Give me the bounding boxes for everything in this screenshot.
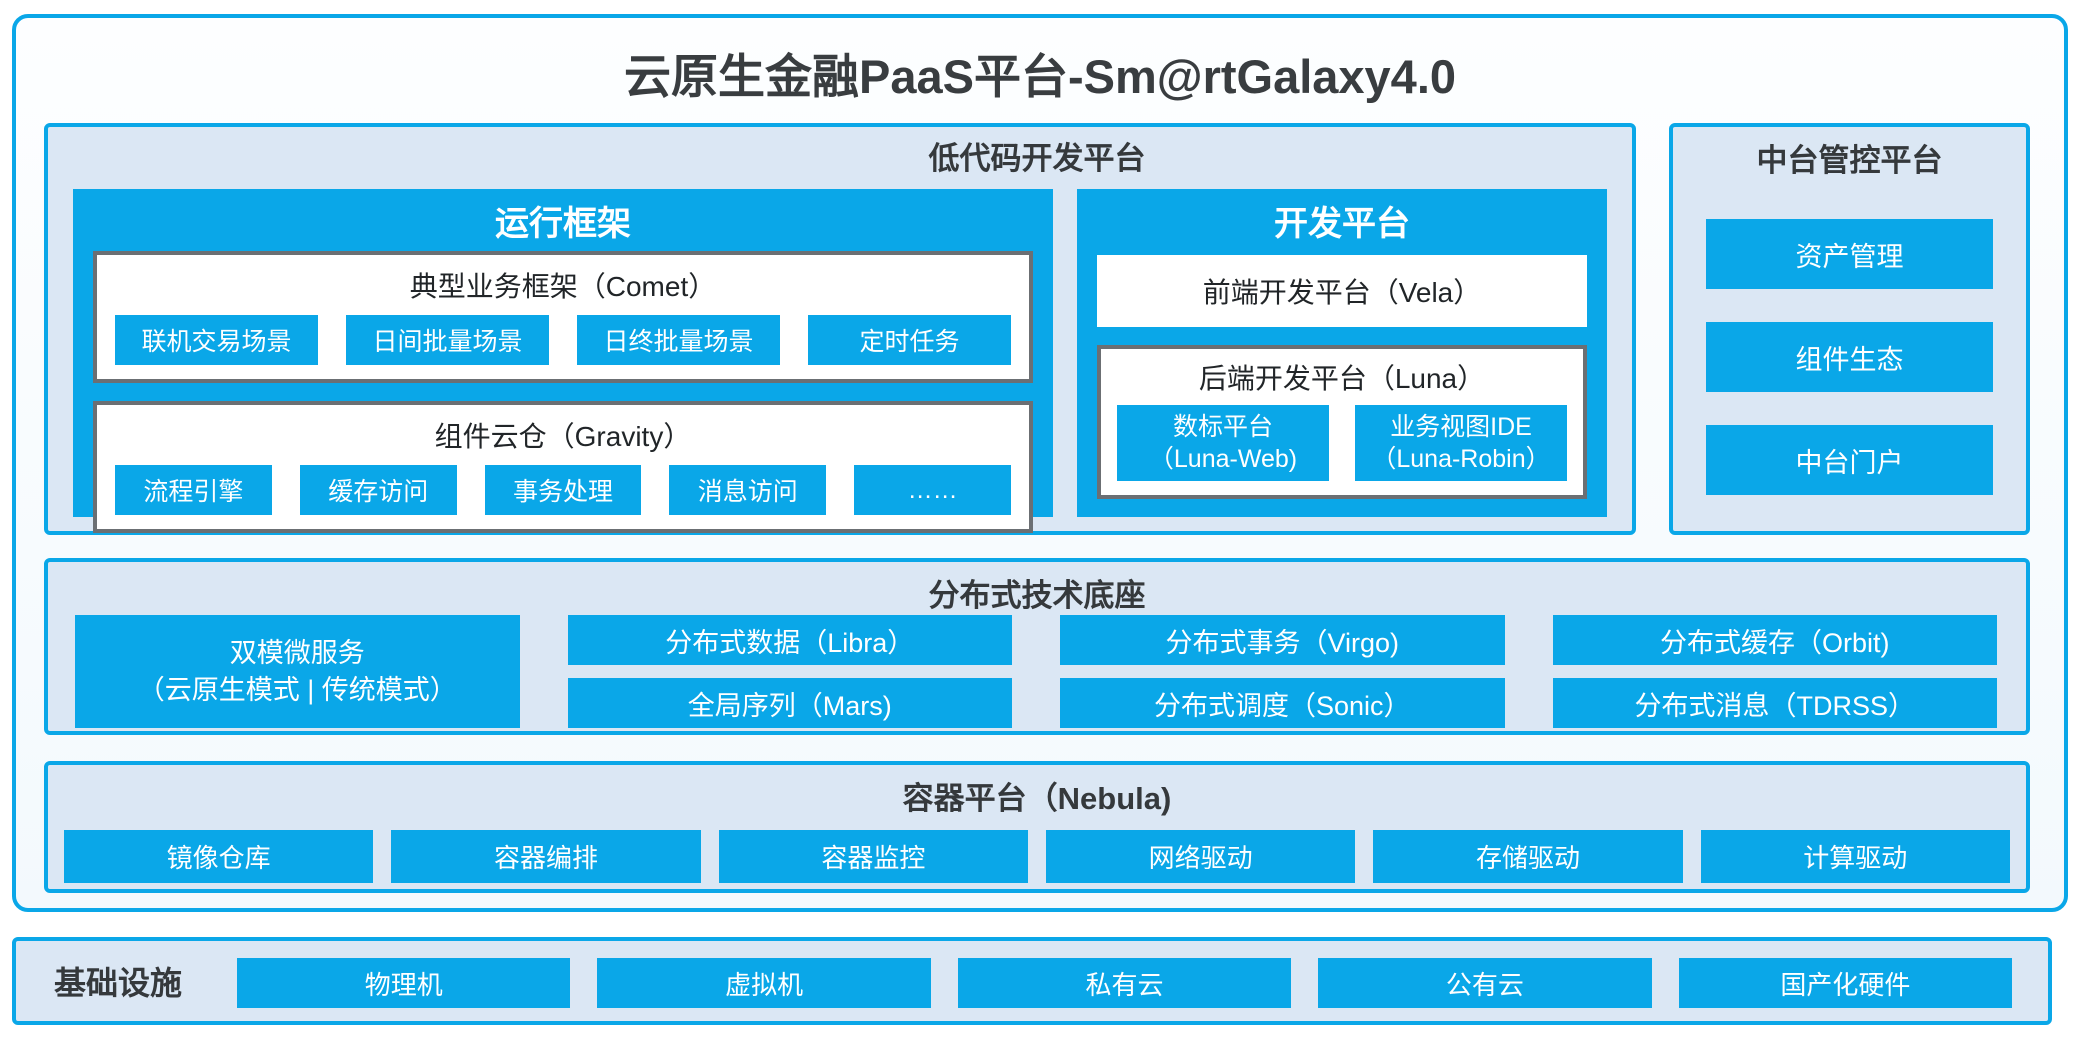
block-container-orchestration: 容器编排 xyxy=(391,830,701,883)
luna-items-row: 数标平台 （Luna-Web) 业务视图IDE （Luna-Robin） xyxy=(1117,405,1567,481)
distributed-grid: 双模微服务 （云原生模式 | 传统模式） 分布式数据（Libra） 分布式事务（… xyxy=(75,615,1997,728)
runtime-framework-panel: 运行框架 典型业务框架（Comet） 联机交易场景 日间批量场景 日终批量场景 … xyxy=(73,189,1053,533)
lowcode-columns: 运行框架 典型业务框架（Comet） 联机交易场景 日间批量场景 日终批量场景 … xyxy=(73,189,1607,533)
block-distributed-cache-orbit: 分布式缓存（Orbit) xyxy=(1552,615,1997,665)
block-storage-driver: 存储驱动 xyxy=(1373,830,1683,883)
block-eod-batch-scenario: 日终批量场景 xyxy=(577,315,780,365)
lowcode-platform-panel: 低代码开发平台 运行框架 典型业务框架（Comet） 联机交易场景 日间批量场景… xyxy=(44,123,1636,535)
block-scheduled-task: 定时任务 xyxy=(808,315,1011,365)
block-transaction-processing: 事务处理 xyxy=(484,465,642,515)
block-image-registry: 镜像仓库 xyxy=(64,830,374,883)
governance-items-col: 资产管理 组件生态 中台门户 xyxy=(1706,219,1993,495)
block-intraday-batch-scenario: 日间批量场景 xyxy=(346,315,549,365)
block-distributed-data-libra: 分布式数据（Libra） xyxy=(567,615,1012,665)
dual-mode-detail: （云原生模式 | 传统模式） xyxy=(137,674,457,705)
distributed-base-title: 分布式技术底座 xyxy=(928,578,1146,613)
infrastructure-title: 基础设施 xyxy=(54,965,183,1001)
dual-mode-name: 双模微服务 xyxy=(229,638,365,669)
luna-robin-name: 业务视图IDE xyxy=(1390,412,1532,441)
container-items-row: 镜像仓库 容器编排 容器监控 网络驱动 存储驱动 计算驱动 xyxy=(64,830,2010,883)
block-domestic-hardware: 国产化硬件 xyxy=(1678,958,2013,1008)
block-luna-web: 数标平台 （Luna-Web) xyxy=(1117,405,1329,481)
container-platform-title: 容器平台（Nebula) xyxy=(902,781,1172,816)
luna-robin-code: （Luna-Robin） xyxy=(1371,445,1551,473)
infrastructure-items-row: 物理机 虚拟机 私有云 公有云 国产化硬件 xyxy=(237,958,2013,1008)
block-message-access: 消息访问 xyxy=(669,465,827,515)
block-online-trading-scenario: 联机交易场景 xyxy=(115,315,318,365)
block-platform-portal: 中台门户 xyxy=(1706,425,1993,495)
block-dual-mode-microservices: 双模微服务 （云原生模式 | 传统模式） xyxy=(75,615,520,728)
luna-web-name: 数标平台 xyxy=(1172,412,1273,441)
lowcode-platform-title: 低代码开发平台 xyxy=(928,141,1146,176)
comet-framework-box: 典型业务框架（Comet） 联机交易场景 日间批量场景 日终批量场景 定时任务 xyxy=(93,251,1033,383)
vela-frontend-box: 前端开发平台（Vela） xyxy=(1097,255,1587,327)
luna-backend-box: 后端开发平台（Luna） 数标平台 （Luna-Web) 业务视图IDE （Lu… xyxy=(1097,345,1587,499)
block-distributed-scheduling-sonic: 分布式调度（Sonic） xyxy=(1060,678,1505,728)
block-network-driver: 网络驱动 xyxy=(1045,830,1356,883)
infrastructure-panel: 基础设施 物理机 虚拟机 私有云 公有云 国产化硬件 xyxy=(12,937,2052,1025)
container-platform-panel: 容器平台（Nebula) 镜像仓库 容器编排 容器监控 网络驱动 存储驱动 计算… xyxy=(44,761,2030,893)
block-compute-driver: 计算驱动 xyxy=(1700,830,2010,883)
block-more-ellipsis: …… xyxy=(854,465,1011,515)
runtime-framework-title: 运行框架 xyxy=(495,205,631,243)
comet-framework-label: 典型业务框架（Comet） xyxy=(409,271,717,302)
gravity-warehouse-label: 组件云仓（Gravity） xyxy=(434,421,692,452)
governance-platform-title: 中台管控平台 xyxy=(1756,143,1943,178)
block-distributed-transaction-virgo: 分布式事务（Virgo) xyxy=(1060,615,1505,665)
luna-backend-label: 后端开发平台（Luna） xyxy=(1198,363,1486,394)
block-private-cloud: 私有云 xyxy=(957,958,1292,1008)
block-public-cloud: 公有云 xyxy=(1318,958,1652,1008)
main-frame: 云原生金融PaaS平台-Sm@rtGalaxy4.0 低代码开发平台 运行框架 … xyxy=(12,14,2068,912)
luna-web-code: （Luna-Web) xyxy=(1148,445,1298,473)
block-global-sequence-mars: 全局序列（Mars) xyxy=(567,678,1012,728)
distributed-base-panel: 分布式技术底座 双模微服务 （云原生模式 | 传统模式） 分布式数据（Libra… xyxy=(44,558,2030,735)
block-luna-robin: 业务视图IDE （Luna-Robin） xyxy=(1355,405,1567,481)
dev-platform-title: 开发平台 xyxy=(1274,205,1410,243)
page-title: 云原生金融PaaS平台-Sm@rtGalaxy4.0 xyxy=(623,50,1457,103)
comet-items-row: 联机交易场景 日间批量场景 日终批量场景 定时任务 xyxy=(115,315,1011,365)
block-distributed-messaging-tdrss: 分布式消息（TDRSS） xyxy=(1552,678,1997,728)
block-virtual-machine: 虚拟机 xyxy=(597,958,931,1008)
dev-platform-panel: 开发平台 前端开发平台（Vela） 后端开发平台（Luna） 数标平台 （Lun… xyxy=(1077,189,1607,517)
block-physical-machine: 物理机 xyxy=(237,958,571,1008)
block-container-monitoring: 容器监控 xyxy=(718,830,1028,883)
governance-platform-panel: 中台管控平台 资产管理 组件生态 中台门户 xyxy=(1669,123,2030,535)
gravity-warehouse-box: 组件云仓（Gravity） 流程引擎 缓存访问 事务处理 消息访问 …… xyxy=(93,401,1033,533)
block-process-engine: 流程引擎 xyxy=(115,465,272,515)
block-asset-management: 资产管理 xyxy=(1706,219,1993,289)
block-component-ecosystem: 组件生态 xyxy=(1706,322,1993,392)
gravity-items-row: 流程引擎 缓存访问 事务处理 消息访问 …… xyxy=(115,465,1011,515)
block-cache-access: 缓存访问 xyxy=(299,465,457,515)
